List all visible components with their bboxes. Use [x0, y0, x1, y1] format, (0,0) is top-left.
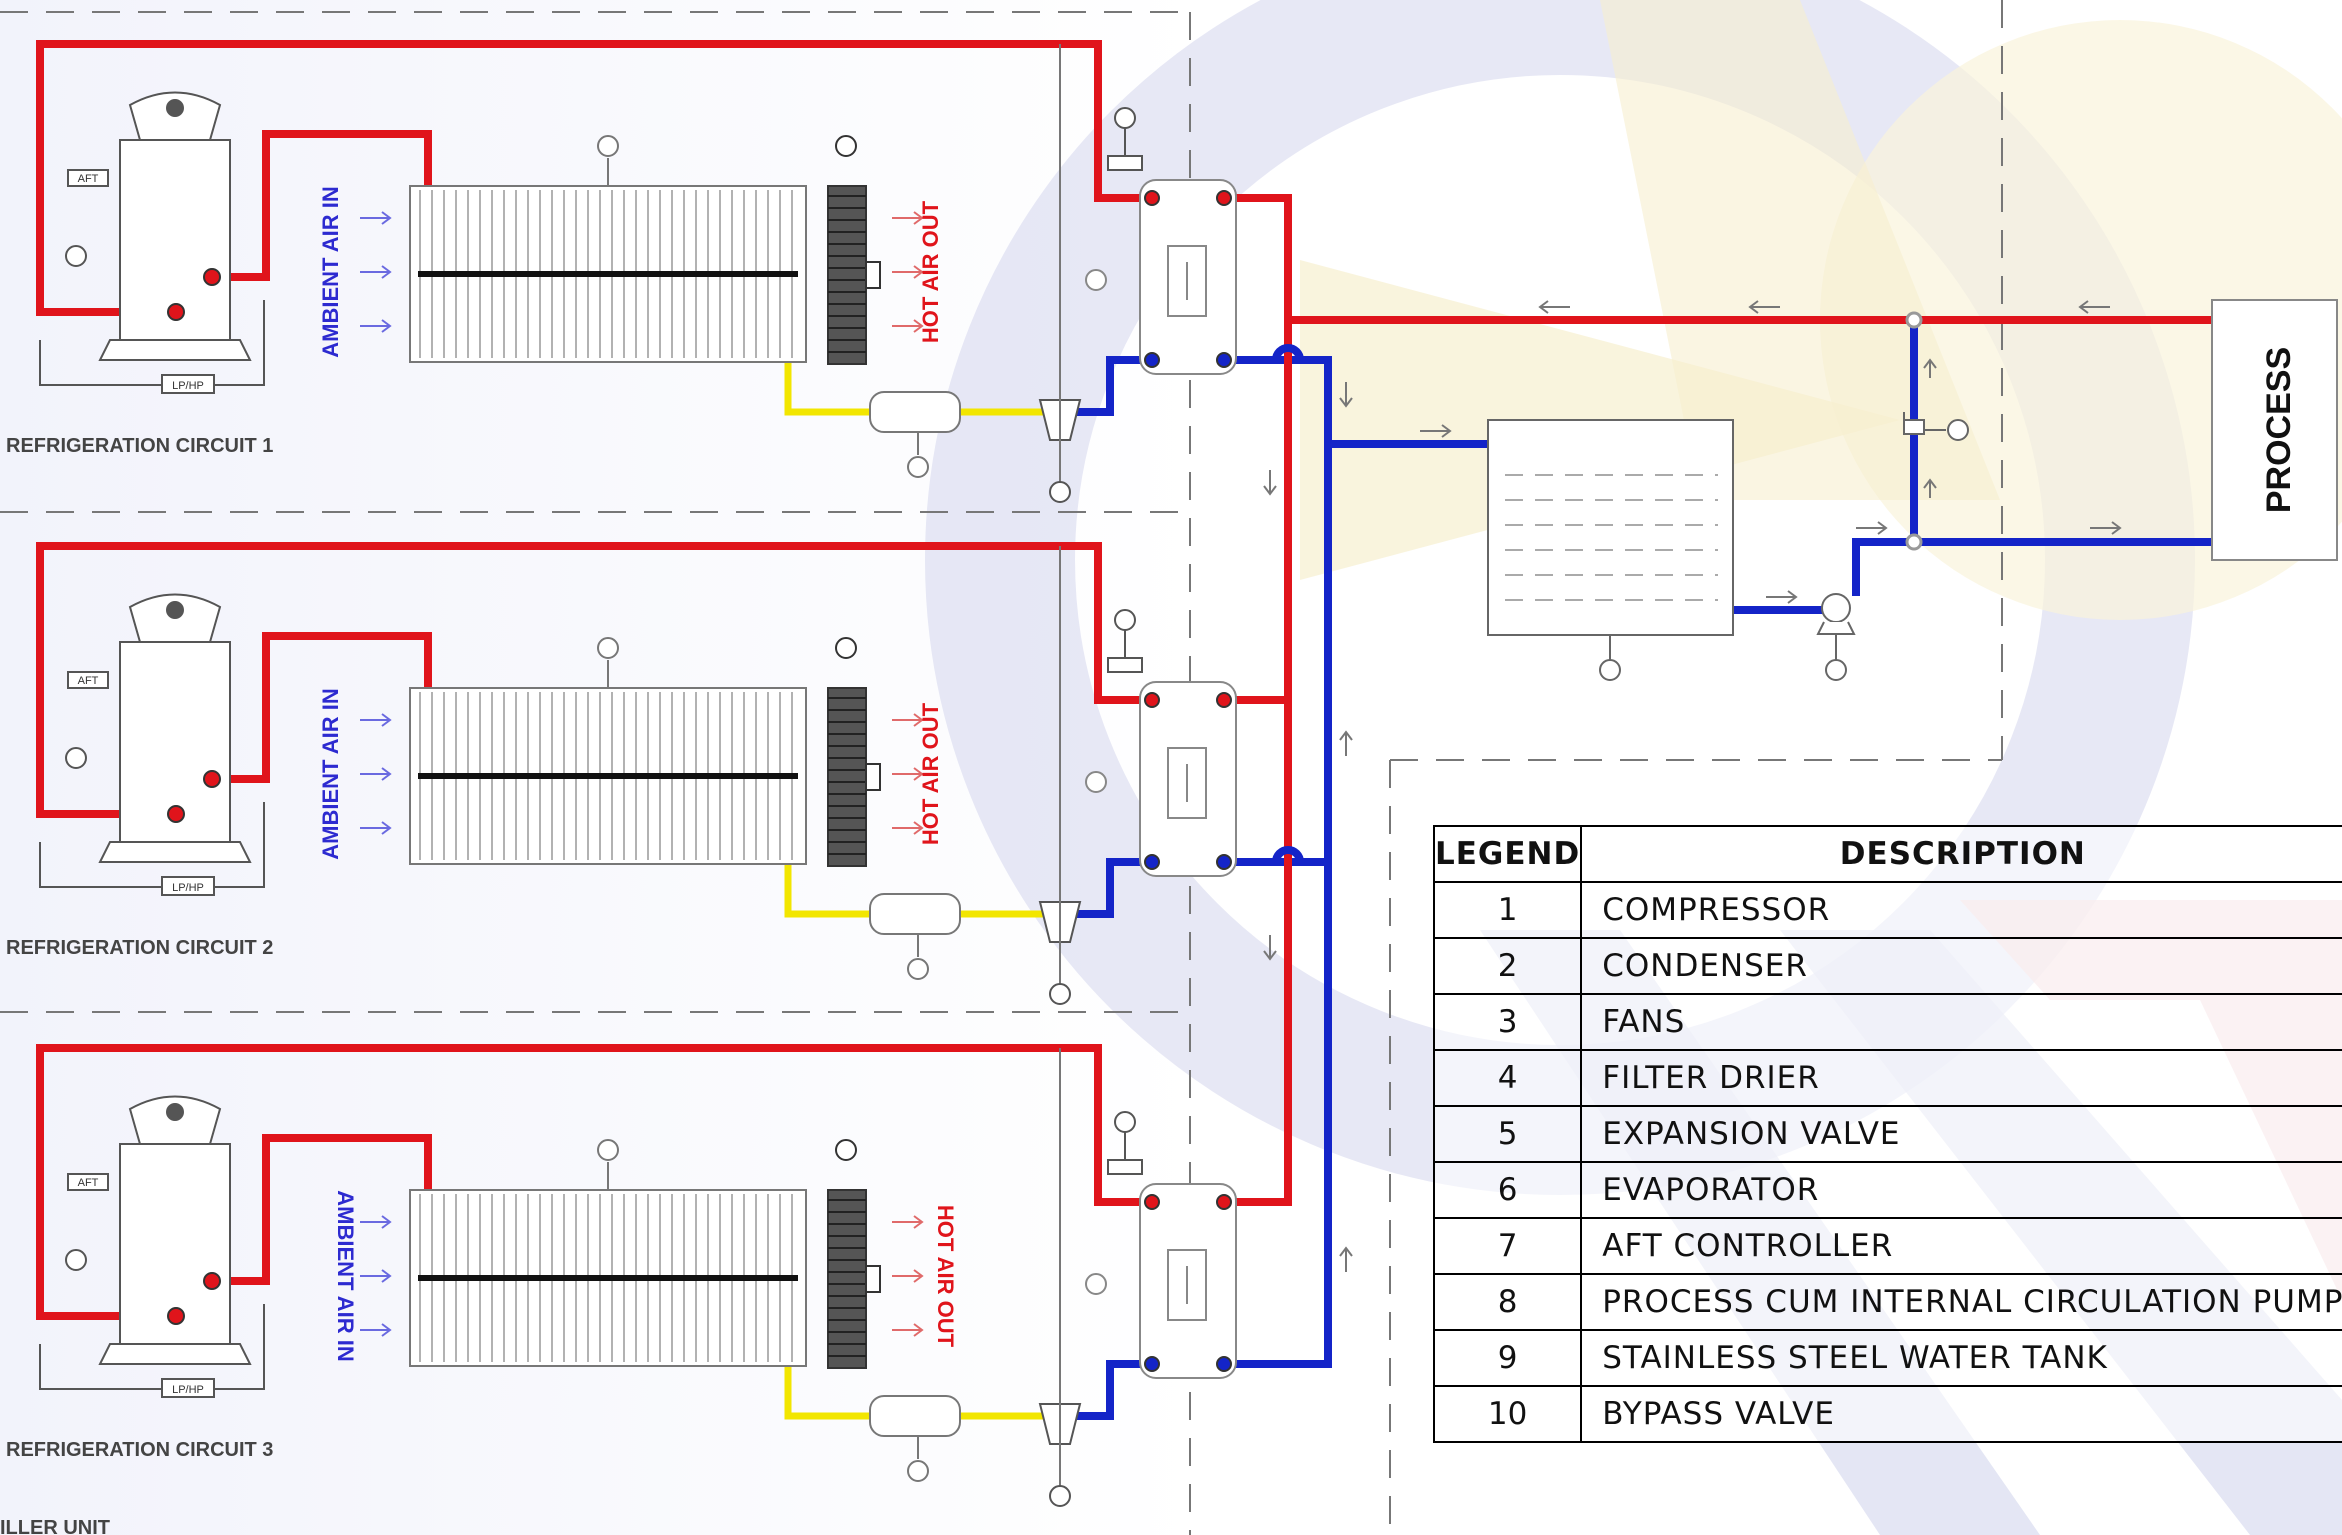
hot-air-label: HOT AIR OUT — [933, 1205, 958, 1348]
unit-label: ILLER UNIT — [0, 1517, 110, 1535]
description-header: DESCRIPTION — [1580, 825, 2342, 883]
evaporator-icon — [1085, 681, 1237, 877]
airflow-arrows — [360, 1215, 924, 1337]
legend-number: 3 — [1432, 993, 1583, 1051]
aft-controller-icon — [1107, 1111, 1143, 1175]
legend-description: STAINLESS STEEL WATER TANK — [1580, 1329, 2342, 1387]
circuit-piping — [36, 40, 1332, 416]
condenser-icon — [409, 637, 807, 865]
aft-tag: AFT — [78, 675, 99, 687]
lp-hp-tag: LP/HP — [172, 882, 204, 894]
legend-number: 2 — [1432, 937, 1583, 995]
aft-controller-icon — [1107, 609, 1143, 673]
expansion-valve-icon — [1038, 546, 1082, 1005]
pipe-crossover-2 — [1271, 846, 1305, 867]
evaporator-icon — [1085, 1183, 1237, 1379]
legend-number: 4 — [1432, 1049, 1583, 1107]
refrigeration-circuit: AFT LP/HP AMBIENT AIR IN HOT AIR OUT REFRIGE… — [6, 40, 1332, 503]
pump-discharge-line — [1729, 538, 2216, 614]
legend-header-row: LEGEND DESCRIPTION — [1432, 825, 2342, 883]
filter-drier-icon — [869, 1395, 961, 1482]
evaporator-icon — [1085, 179, 1237, 375]
ambient-air-label: AMBIENT AIR IN — [333, 1190, 358, 1362]
legend-description: AFT CONTROLLER — [1580, 1217, 2342, 1275]
legend-number: 8 — [1432, 1273, 1583, 1331]
circuit-label: REFRIGERATION CIRCUIT 1 — [6, 435, 273, 457]
water-tank — [1487, 419, 1734, 681]
fan-icon — [827, 135, 881, 365]
aft-tag: AFT — [78, 1177, 99, 1189]
circuit-piping — [36, 1044, 1332, 1420]
ambient-air-label: AMBIENT AIR IN — [318, 688, 343, 860]
circuit-label: REFRIGERATION CIRCUIT 2 — [6, 937, 273, 959]
hot-air-label: HOT AIR OUT — [918, 200, 943, 343]
lp-hp-tag: LP/HP — [172, 380, 204, 392]
circuit-piping — [36, 542, 1332, 918]
aft-tag: AFT — [78, 173, 99, 185]
compressor-icon: AFT LP/HP — [39, 593, 265, 896]
flow-arrows — [1263, 300, 2122, 1272]
process-label: PROCESS — [2260, 347, 2298, 513]
legend-description: PROCESS CUM INTERNAL CIRCULATION PUMP — [1580, 1273, 2342, 1331]
legend-description: FANS — [1580, 993, 2342, 1051]
fan-icon — [827, 1139, 881, 1369]
condenser-icon — [409, 1139, 807, 1367]
fan-icon — [827, 637, 881, 867]
legend-description: COMPRESSOR — [1580, 881, 2342, 939]
expansion-valve-icon — [1038, 1048, 1082, 1507]
hot-air-label: HOT AIR OUT — [918, 702, 943, 845]
pipe-crossover-1 — [1271, 344, 1305, 365]
legend-number: 5 — [1432, 1105, 1583, 1163]
legend-header: LEGEND — [1432, 825, 1583, 883]
legend-description: EVAPORATOR — [1580, 1161, 2342, 1219]
cold-supply-header — [1324, 356, 1492, 1364]
filter-drier-icon — [869, 893, 961, 980]
refrigeration-circuit: AFT LP/HP AMBIENT AIR IN HOT AIR OUT REFRIGE… — [6, 1044, 1332, 1507]
legend-description: FILTER DRIER — [1580, 1049, 2342, 1107]
compressor-icon: AFT LP/HP — [39, 1095, 265, 1398]
legend-description: EXPANSION VALVE — [1580, 1105, 2342, 1163]
lp-hp-tag: LP/HP — [172, 1384, 204, 1396]
airflow-arrows — [360, 713, 924, 835]
refrigeration-circuit: AFT LP/HP AMBIENT AIR IN HOT AIR OUT REFRIGE… — [6, 542, 1332, 1005]
process-box — [2211, 299, 2338, 561]
legend-number: 6 — [1432, 1161, 1583, 1219]
expansion-valve-icon — [1038, 44, 1082, 503]
airflow-arrows — [360, 211, 924, 333]
legend-number: 1 — [1432, 881, 1583, 939]
circuit-label: REFRIGERATION CIRCUIT 3 — [6, 1439, 273, 1461]
compressor-icon: AFT LP/HP — [39, 91, 265, 394]
filter-drier-icon — [869, 391, 961, 478]
legend-number: 9 — [1432, 1329, 1583, 1387]
process-piping — [1271, 194, 2216, 1364]
legend-number: 7 — [1432, 1217, 1583, 1275]
aft-controller-icon — [1107, 107, 1143, 171]
condenser-icon — [409, 135, 807, 363]
legend-description: CONDENSER — [1580, 937, 2342, 995]
legend-description: BYPASS VALVE — [1580, 1385, 2342, 1443]
circulation-pump-icon — [1816, 593, 1856, 681]
bypass-valve-icon — [1903, 412, 1969, 441]
ambient-air-label: AMBIENT AIR IN — [318, 186, 343, 358]
legend-number: 10 — [1432, 1385, 1583, 1443]
